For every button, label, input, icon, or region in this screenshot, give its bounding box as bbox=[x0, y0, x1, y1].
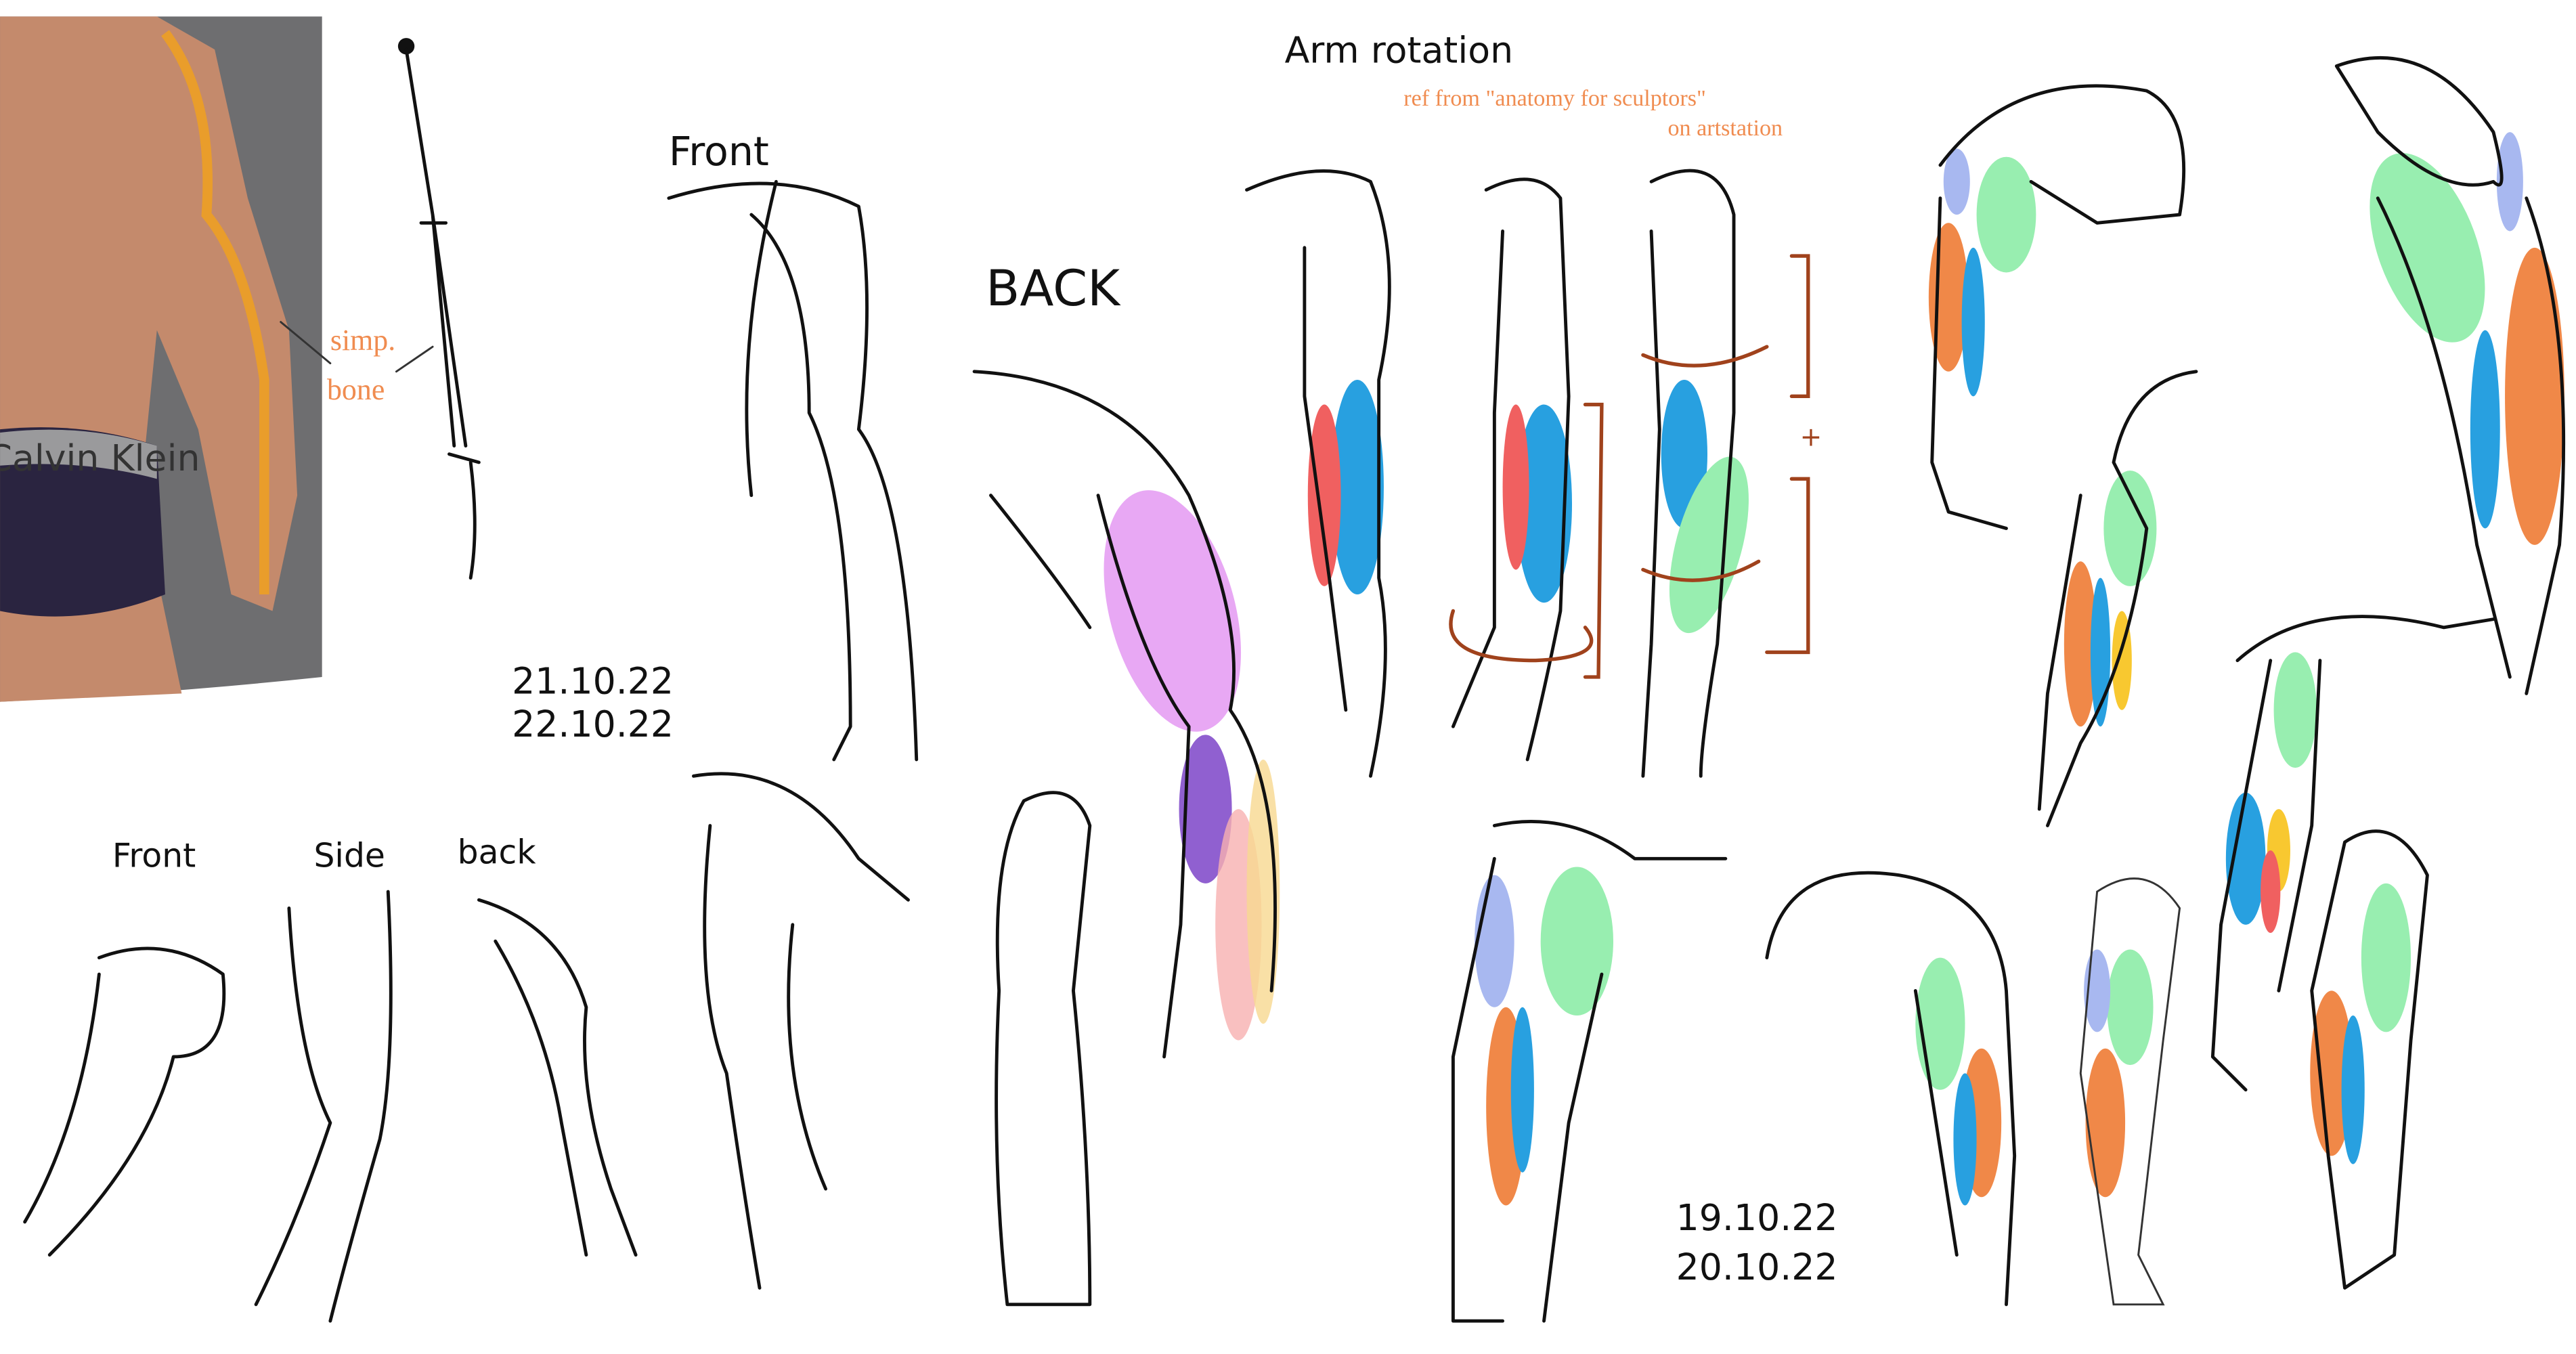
label-front-top: Front bbox=[669, 129, 769, 175]
arm-front-bottom bbox=[23, 946, 226, 1257]
rotation-arm-2 bbox=[1449, 177, 1604, 762]
rotation-arm-3 bbox=[1641, 169, 1810, 778]
arm-back-bottom bbox=[477, 898, 638, 1257]
label-front-bottom: Front bbox=[112, 836, 196, 875]
photo-logo: Calvin Klein bbox=[0, 437, 200, 479]
label-back-bottom: back bbox=[458, 833, 537, 872]
arm-colored-lower-right-1 bbox=[2210, 615, 2495, 1092]
label-side-bottom: Side bbox=[313, 836, 385, 875]
label-arm-rotation: Arm rotation bbox=[1285, 29, 1513, 72]
label-date-4: 20.10.22 bbox=[1676, 1246, 1838, 1288]
arm-colored-top-right-2 bbox=[2334, 56, 2566, 695]
label-plus: + bbox=[1800, 422, 1822, 453]
arm-colored-bottom-center-3 bbox=[2079, 877, 2181, 1306]
arm-front-sketch bbox=[667, 179, 919, 762]
arm-colored-bottom-center-2 bbox=[1765, 871, 2017, 1307]
arm-colored-bottom-center-1 bbox=[1451, 819, 1728, 1323]
arm-colored-lower-right-2 bbox=[2310, 829, 2429, 1290]
label-ref-source: on artstation bbox=[1667, 116, 1783, 141]
label-back-top: BACK bbox=[986, 260, 1121, 318]
arm-colored-mid-right bbox=[2037, 370, 2198, 827]
arm-sketch-mid2 bbox=[995, 791, 1092, 1307]
arm-colored-top-right-1 bbox=[1928, 84, 2186, 530]
arm-back-colored bbox=[972, 370, 1280, 1059]
rotation-arm-1 bbox=[1245, 169, 1391, 778]
label-simp: simp. bbox=[330, 324, 395, 357]
arm-sketch-mid bbox=[692, 772, 910, 1290]
label-date-2: 22.10.22 bbox=[512, 703, 674, 745]
label-date-1: 21.10.22 bbox=[512, 659, 674, 702]
label-bone: bone bbox=[327, 374, 385, 406]
reference-photo: Calvin Klein bbox=[0, 16, 322, 702]
label-date-3: 19.10.22 bbox=[1676, 1196, 1838, 1239]
label-ref-line: ref from "anatomy for sculptors" bbox=[1403, 86, 1706, 111]
arm-side-bottom bbox=[254, 890, 393, 1323]
bone-sketch bbox=[397, 38, 481, 580]
